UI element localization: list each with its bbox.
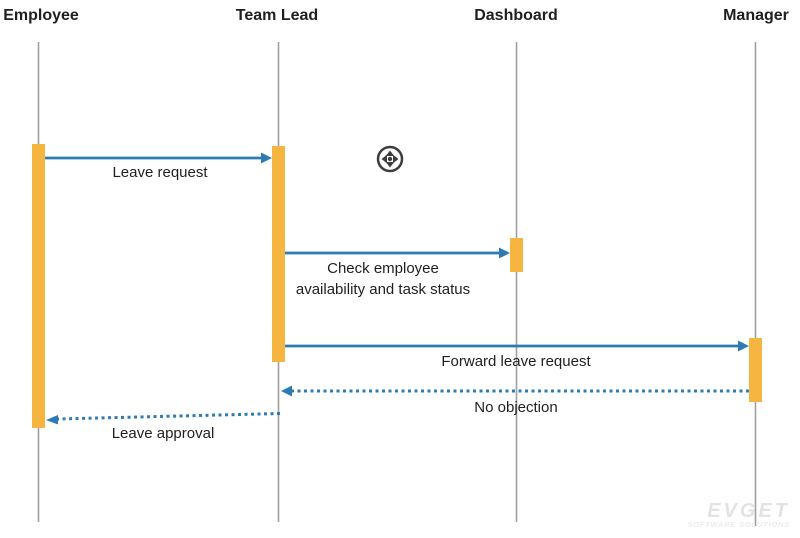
pan-arrow-right-icon xyxy=(393,154,399,164)
activation-dashboard xyxy=(510,238,523,272)
actor-label-employee: Employee xyxy=(3,7,79,24)
message-label-leave-request: Leave request xyxy=(112,164,208,181)
activation-bars xyxy=(32,144,762,428)
activation-manager xyxy=(749,338,762,402)
message-arrow-no-objection xyxy=(281,385,749,397)
pan-icon[interactable] xyxy=(376,145,404,173)
pan-icon-glyphs xyxy=(376,145,404,173)
message-label-forward-leave-request: Forward leave request xyxy=(441,353,591,370)
message-arrows xyxy=(45,152,749,425)
pan-center-dot xyxy=(387,156,393,162)
message-arrows-inner xyxy=(45,152,749,425)
arrowhead-right-icon xyxy=(738,340,749,352)
actor-label-manager: Manager xyxy=(723,7,789,24)
pan-arrow-down-icon xyxy=(385,162,395,168)
arrow-line-dotted xyxy=(57,412,281,421)
actor-label-team-lead: Team Lead xyxy=(235,7,319,24)
arrowhead-right-icon xyxy=(499,247,510,259)
activation-employee xyxy=(32,144,45,428)
watermark-subtitle: SOFTWARE SOLUTIONS xyxy=(687,520,790,529)
pan-arrow-up-icon xyxy=(385,150,395,156)
message-label-leave-approval: Leave approval xyxy=(111,425,215,442)
message-arrow-leave-request xyxy=(45,152,272,164)
activation-team-lead xyxy=(272,146,285,362)
arrowhead-right-icon xyxy=(261,152,272,164)
message-arrow-forward-leave-request xyxy=(285,340,749,352)
message-arrow-check-availability xyxy=(285,247,510,259)
watermark: EVGET SOFTWARE SOLUTIONS xyxy=(687,500,790,530)
pan-arrow-left-icon xyxy=(381,154,387,164)
message-label-line: availability and task status xyxy=(295,281,471,298)
message-label-check-availability: Check employee availability and task sta… xyxy=(296,258,470,300)
arrowhead-left-icon xyxy=(281,385,292,397)
message-arrow-leave-approval xyxy=(46,412,281,425)
message-label-no-objection: No objection xyxy=(474,399,558,416)
watermark-logo: EVGET xyxy=(707,500,790,522)
arrowhead-left-icon xyxy=(46,415,58,425)
actor-label-dashboard: Dashboard xyxy=(474,7,558,24)
message-label-line: Check employee xyxy=(327,260,439,277)
